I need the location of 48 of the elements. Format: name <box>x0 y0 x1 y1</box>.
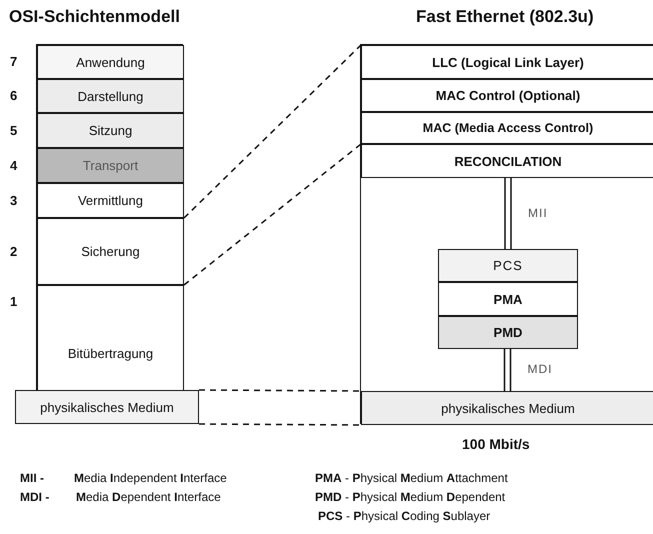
layer-name: physikalisches Medium <box>441 400 575 416</box>
layer-box <box>361 391 653 425</box>
interface-line <box>504 348 512 392</box>
legend-definition: PMA - Physical Medium Attachment <box>315 471 508 485</box>
dashed-connector <box>199 389 361 392</box>
interface-line <box>504 177 512 250</box>
layer-box <box>361 79 653 112</box>
layer-box <box>438 316 578 349</box>
layer-number: 3 <box>10 192 18 208</box>
layer-name: Vermittlung <box>78 193 144 208</box>
layer-name: Bitübertragung <box>68 346 154 361</box>
layer-name: Anwendung <box>76 54 145 70</box>
legend-definition: Media Independent Interface <box>74 471 227 485</box>
layer-name: Transport <box>82 158 138 173</box>
dashed-connector <box>183 44 362 219</box>
layer-box <box>438 282 578 316</box>
legend-definition: Media Dependent Interface <box>76 490 221 504</box>
layer-box <box>438 249 578 282</box>
abbreviation: MDI - <box>20 490 50 504</box>
layer-name: physikalisches Medium <box>40 400 174 414</box>
layer-number: 7 <box>10 54 18 69</box>
layer-number: 1 <box>10 294 18 309</box>
layer-name: PMA <box>494 292 522 306</box>
layer-box <box>361 112 653 144</box>
layer-number: 2 <box>10 244 18 258</box>
layer-name: PMD <box>494 325 522 340</box>
legend-definition: PMD - Physical Medium Dependent <box>315 490 506 504</box>
layer-name: MAC Control (Optional) <box>436 88 580 103</box>
layer-name: Darstellung <box>78 88 144 104</box>
layer-name: PCS <box>493 258 523 273</box>
dashed-connector <box>184 143 362 286</box>
column-heading: OSI-Schichtenmodell <box>9 7 180 27</box>
layer-number: 5 <box>10 122 18 138</box>
speed-label: 100 Mbit/s <box>462 436 530 452</box>
layer-number: 6 <box>10 88 18 103</box>
layer-name: LLC (Logical Link Layer) <box>432 54 584 70</box>
dashed-connector <box>199 423 361 426</box>
layer-box <box>361 144 653 178</box>
layer-name: Sitzung <box>88 123 132 138</box>
layer-name: MAC (Media Access Control) <box>422 121 594 135</box>
legend-definition: PCS - Physical Coding Sublayer <box>318 509 490 523</box>
abbreviation: MII - <box>20 471 44 485</box>
layer-name: Sicherung <box>81 244 140 259</box>
layer-name: RECONCILATION <box>454 154 562 168</box>
layer-number: 4 <box>10 158 18 172</box>
layer-box <box>361 45 653 79</box>
column-heading: Fast Ethernet (802.3u) <box>416 7 594 27</box>
layer-box <box>15 390 199 424</box>
